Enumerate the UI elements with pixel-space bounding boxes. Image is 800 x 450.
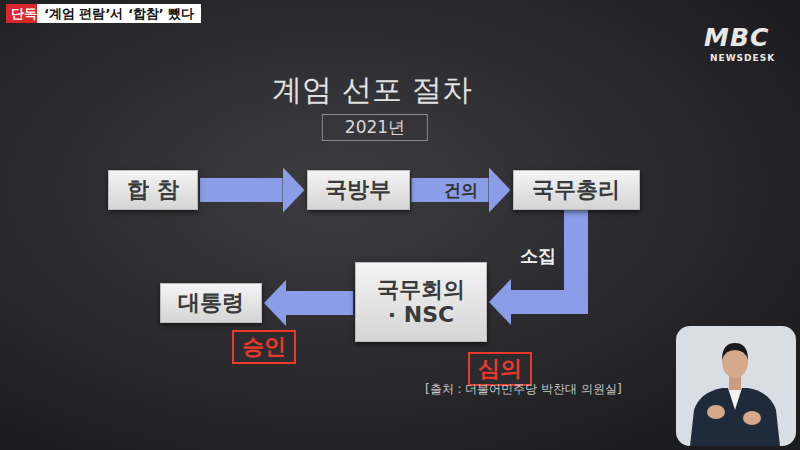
process-box: 국방부	[307, 170, 410, 210]
interpreter-hand	[707, 405, 725, 419]
edge-label: 건의	[441, 179, 481, 201]
box-label: 대통령	[178, 290, 244, 315]
interpreter-hand	[743, 411, 761, 425]
interpreter-neck	[729, 376, 741, 390]
inset-ground	[676, 326, 796, 446]
interpreter-hair	[722, 343, 748, 360]
flow-arrow	[200, 178, 283, 202]
headline: ‘계엄 편람’서 ‘합참’ 뺐다	[37, 4, 201, 23]
program-logo: NEWSDESK	[710, 53, 775, 64]
box-label: 국무총리	[532, 177, 620, 202]
source-note: [출처 : 더불어민주당 박찬대 의원실]	[425, 381, 622, 397]
step-stamp: 심의	[468, 352, 532, 386]
box-label: 국무회의 · NSC	[377, 277, 465, 328]
interpreter-shirt	[728, 388, 742, 410]
process-box: 합 참	[108, 170, 198, 210]
year-badge: 2021년	[322, 114, 428, 141]
process-box: 국무회의 · NSC	[355, 262, 487, 342]
edge-label: 소집	[520, 245, 556, 267]
box-label: 국방부	[325, 177, 391, 202]
step-stamp: 승인	[232, 330, 296, 364]
channel-logo: MBC	[704, 24, 769, 52]
process-box: 대통령	[160, 283, 262, 323]
flow-arrow	[286, 291, 353, 315]
flow-arrow	[511, 210, 576, 302]
process-box: 국무총리	[513, 170, 640, 210]
diagram-title: 계엄 선포 절차	[272, 70, 471, 111]
sign-interpreter-inset	[676, 326, 796, 446]
flow-arrow	[412, 178, 489, 202]
box-label: 합 참	[127, 177, 179, 202]
interpreter-suit	[690, 388, 780, 446]
